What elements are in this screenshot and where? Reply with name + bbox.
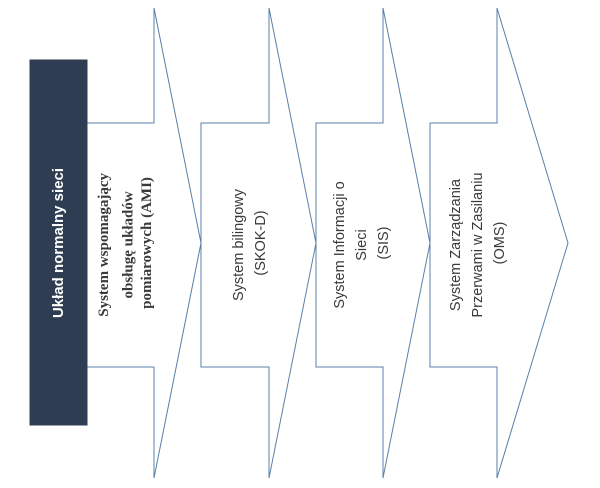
step-label-ami-line-1: System wspomagający (96, 173, 112, 317)
step-label-oms: System Zarządzania Przerwami w Zasilaniu… (448, 168, 508, 317)
chevron-arrow-ami (86, 7, 202, 479)
step-label-ami-line-3: pomiarowych (AMI) (139, 177, 155, 309)
step-label-oms-line-3: (OMS) (492, 222, 508, 265)
step-label-oms-line-1: System Zarządzania (448, 178, 464, 311)
step-label-sis-line-1: System Informacji o (332, 181, 348, 308)
step-label-oms-line-2: Przerwami w Zasilaniu (470, 172, 486, 317)
start-box-label: Układ normalny sieci (50, 168, 67, 318)
step-label-skok: System bilingowy (SKOK-D) (231, 185, 269, 301)
step-label-sis: System Informacji o Sieci (SIS) (332, 177, 392, 308)
step-label-sis-line-2: Sieci (354, 229, 370, 260)
step-label-ami-line-2: obsługę układów (120, 191, 136, 298)
step-label-skok-line-1: System bilingowy (231, 188, 247, 301)
chevron-arrow-sis (315, 7, 431, 479)
chevron-arrow-oms (429, 7, 569, 479)
step-label-sis-line-3: (SIS) (376, 226, 392, 259)
chevron-arrow-skok (200, 7, 317, 479)
step-label-skok-line-2: (SKOK-D) (253, 210, 269, 275)
step-label-ami: System wspomagający obsługę układów pomi… (96, 169, 155, 317)
start-box (29, 59, 88, 426)
